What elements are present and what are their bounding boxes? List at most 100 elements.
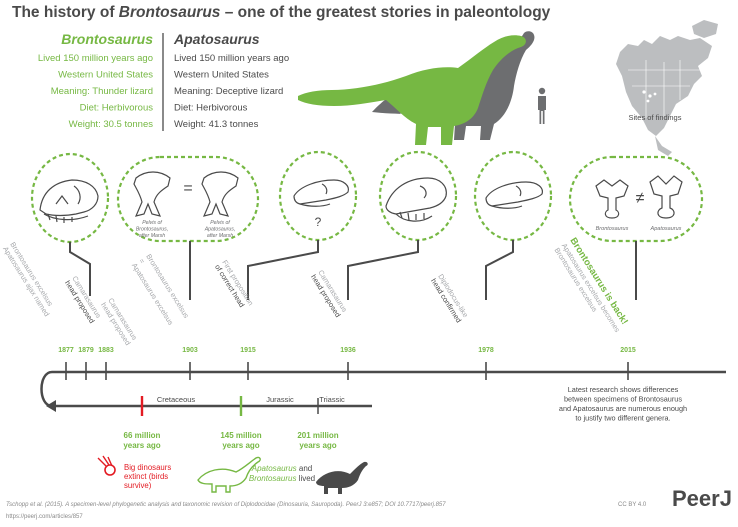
timeline-arrow-icon (46, 400, 56, 412)
connector-diplodocus-head (485, 240, 514, 300)
diplodocus-head-icon (485, 181, 543, 209)
pelvis-caption-line: after Marsh (139, 233, 165, 239)
camarasaurus-skull-icon (39, 179, 99, 223)
apatosaurus-heading: Apatosaurus (173, 31, 260, 47)
circle-diplodocus-head (473, 150, 553, 242)
equals-sign: = (183, 180, 192, 197)
timeline-ticks (65, 362, 629, 380)
event-line: = (137, 257, 147, 265)
period-label: Cretaceous (157, 395, 196, 404)
pelvis-caption-line: Pelvis of (210, 220, 230, 226)
year-label: 1978 (478, 347, 494, 354)
vertebra-apatosaurus-label: Apatosaurus (650, 226, 682, 232)
time-marker-line: years ago (222, 441, 259, 450)
pelvis-bone-icon (201, 171, 239, 217)
connector-camarasaurus (69, 242, 91, 296)
timeline (40, 362, 726, 412)
time-marker-line: years ago (123, 441, 160, 450)
research-line: to justify two different genera. (575, 414, 670, 423)
brontosaurus-fact: Meaning: Thunder lizard (51, 86, 153, 97)
connector-lines (69, 240, 637, 300)
year-label: 1883 (98, 347, 114, 354)
time-marker-line: years ago (299, 441, 336, 450)
time-marker-line: 145 million (220, 431, 261, 440)
lived-note-line1: Apatosaurus and (251, 464, 313, 473)
extinction-line: survive) (124, 481, 152, 490)
year-label: 1936 (340, 347, 356, 354)
page-title: The history of Brontosaurus – one of the… (12, 4, 551, 21)
apatosaurus-fact: Weight: 41.3 tonnes (174, 119, 259, 130)
pelvis-caption-line: after Marsh (207, 233, 233, 239)
pelvis-bone-icon (133, 171, 171, 217)
event-line: Apatosaurus excelsus becomes (560, 242, 622, 334)
apatosaurus-fact: Diet: Herbivorous (174, 103, 248, 114)
research-line: between specimens of Brontosaurus (564, 395, 682, 404)
pelvis-caption-line: Apatosaurus, (204, 227, 236, 233)
small-brontosaurus-outline-icon (197, 456, 261, 493)
circle-camarasaurus-skull (30, 152, 110, 244)
vertebra-brontosaurus-label: Brontosaurus (596, 226, 629, 232)
brontosaurus-fact: Western United States (58, 70, 153, 81)
time-marker-line: 66 million (124, 431, 161, 440)
brontosaurus-silhouette-icon (298, 35, 526, 145)
year-label: 1879 (78, 347, 94, 354)
apatosaurus-fact: Meaning: Deceptive lizard (174, 86, 283, 97)
period-label: Triassic (319, 395, 345, 404)
circle-unknown-head: ? (278, 150, 358, 242)
peerj-logo[interactable]: PeerJ (672, 486, 732, 511)
period-label: Jurassic (266, 395, 294, 404)
apatosaurus-fact: Western United States (174, 70, 269, 81)
circle-camarasaurus-head (378, 150, 458, 242)
connector-unknown-head (247, 240, 319, 300)
year-label: 1915 (240, 347, 256, 354)
article-url[interactable]: https://peerj.com/articles/857 (6, 514, 83, 520)
camarasaurus-head-icon (385, 177, 447, 222)
circle-vertebrae-comparison: ≠ Brontosaurus Apatosaurus (568, 155, 704, 243)
extinction-line: extinct (birds (124, 472, 168, 481)
vertebra-icon (649, 175, 683, 219)
connector-camarasaurus-head (347, 240, 419, 300)
apatosaurus-fact: Lived 150 million years ago (174, 53, 289, 64)
year-label: 1877 (58, 347, 74, 354)
year-labels: 1877 1879 1883 1903 1915 1936 1978 2015 (58, 347, 636, 354)
geologic-periods: Cretaceous Jurassic Triassic (157, 395, 345, 404)
year-label: 1903 (182, 347, 198, 354)
lived-note-line2: Brontosaurus lived (249, 474, 315, 483)
brontosaurus-heading: Brontosaurus (61, 31, 153, 47)
brontosaurus-fact: Diet: Herbivorous (80, 103, 154, 114)
year-label: 2015 (620, 347, 636, 354)
pelvis-caption-line: Pelvis of (142, 220, 162, 226)
not-equal-sign: ≠ (636, 190, 645, 207)
meteor-icon (97, 455, 116, 476)
small-apatosaurus-icon (316, 461, 368, 494)
map-caption: Sites of findings (629, 113, 682, 122)
vertebra-icon (595, 179, 629, 219)
brontosaurus-fact: Weight: 30.5 tonnes (69, 119, 154, 130)
citation-text: Tschopp et al. (2015). A specimen-level … (6, 502, 446, 508)
time-marker-line: 201 million (297, 431, 338, 440)
extinction-line: Big dinosaurs (124, 463, 171, 472)
brontosaurus-fact: Lived 150 million years ago (38, 53, 153, 64)
north-america-map-icon (616, 20, 718, 156)
research-line: and Apatosaurus are numerous enough (559, 404, 687, 413)
human-scale-icon (538, 87, 546, 124)
latest-research-note: Latest research shows differencesbetween… (559, 385, 687, 423)
event-label: Brontosaurus excelsus=Apatosaurus excels… (130, 252, 191, 327)
diplodocid-skull-icon (293, 179, 349, 207)
event-label: Brontosaurus is back!Apatosaurus excelsu… (553, 236, 630, 334)
research-line: Latest research shows differences (568, 385, 679, 394)
